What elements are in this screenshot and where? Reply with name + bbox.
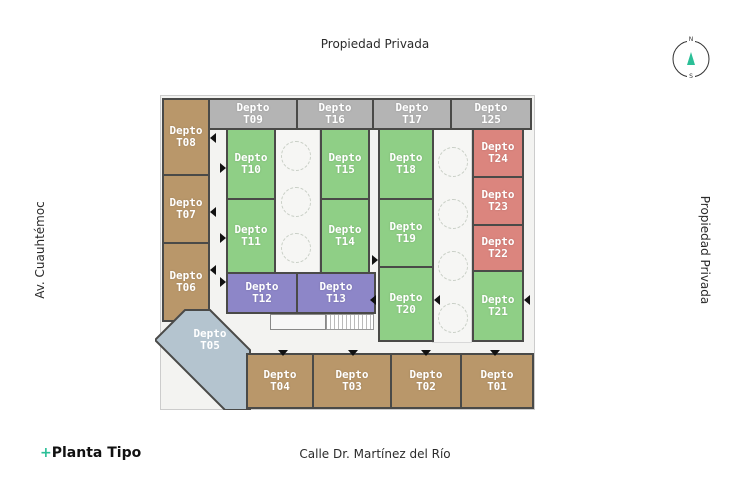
plus-icon: +: [40, 445, 52, 461]
tree-icon: [281, 233, 311, 263]
door-marker-icon: [210, 265, 216, 275]
street-label-top: Propiedad Privada: [320, 37, 430, 51]
elevator-core: [270, 314, 326, 330]
door-marker-icon: [372, 255, 378, 265]
tree-icon: [281, 187, 311, 217]
door-marker-icon: [490, 350, 500, 356]
stairs: [326, 314, 374, 330]
door-marker-icon: [370, 295, 376, 305]
door-marker-icon: [220, 277, 226, 287]
door-marker-icon: [421, 350, 431, 356]
tree-icon: [438, 199, 468, 229]
tree-icon: [438, 303, 468, 333]
door-marker-icon: [524, 295, 530, 305]
compass-north-label: N: [688, 36, 694, 43]
plan-title-text: Planta Tipo: [51, 445, 142, 461]
street-label-left: Av. Cuauhtémoc: [33, 201, 47, 299]
door-marker-icon: [220, 163, 226, 173]
tree-icon: [281, 141, 311, 171]
door-marker-icon: [434, 295, 440, 305]
compass-icon: N S: [670, 36, 712, 80]
door-marker-icon: [348, 350, 358, 356]
door-marker-icon: [278, 350, 288, 356]
street-label-right: Propiedad Privada: [698, 195, 712, 305]
plan-title: +Planta Tipo: [40, 445, 141, 461]
door-marker-icon: [210, 133, 216, 143]
door-marker-icon: [220, 233, 226, 243]
courtyard-left: [272, 128, 320, 278]
street-label-bottom: Calle Dr. Martínez del Río: [299, 447, 451, 461]
tree-icon: [438, 251, 468, 281]
tree-icon: [438, 147, 468, 177]
compass-south-label: S: [689, 73, 693, 80]
courtyard-right: [432, 128, 472, 343]
door-marker-icon: [210, 207, 216, 217]
